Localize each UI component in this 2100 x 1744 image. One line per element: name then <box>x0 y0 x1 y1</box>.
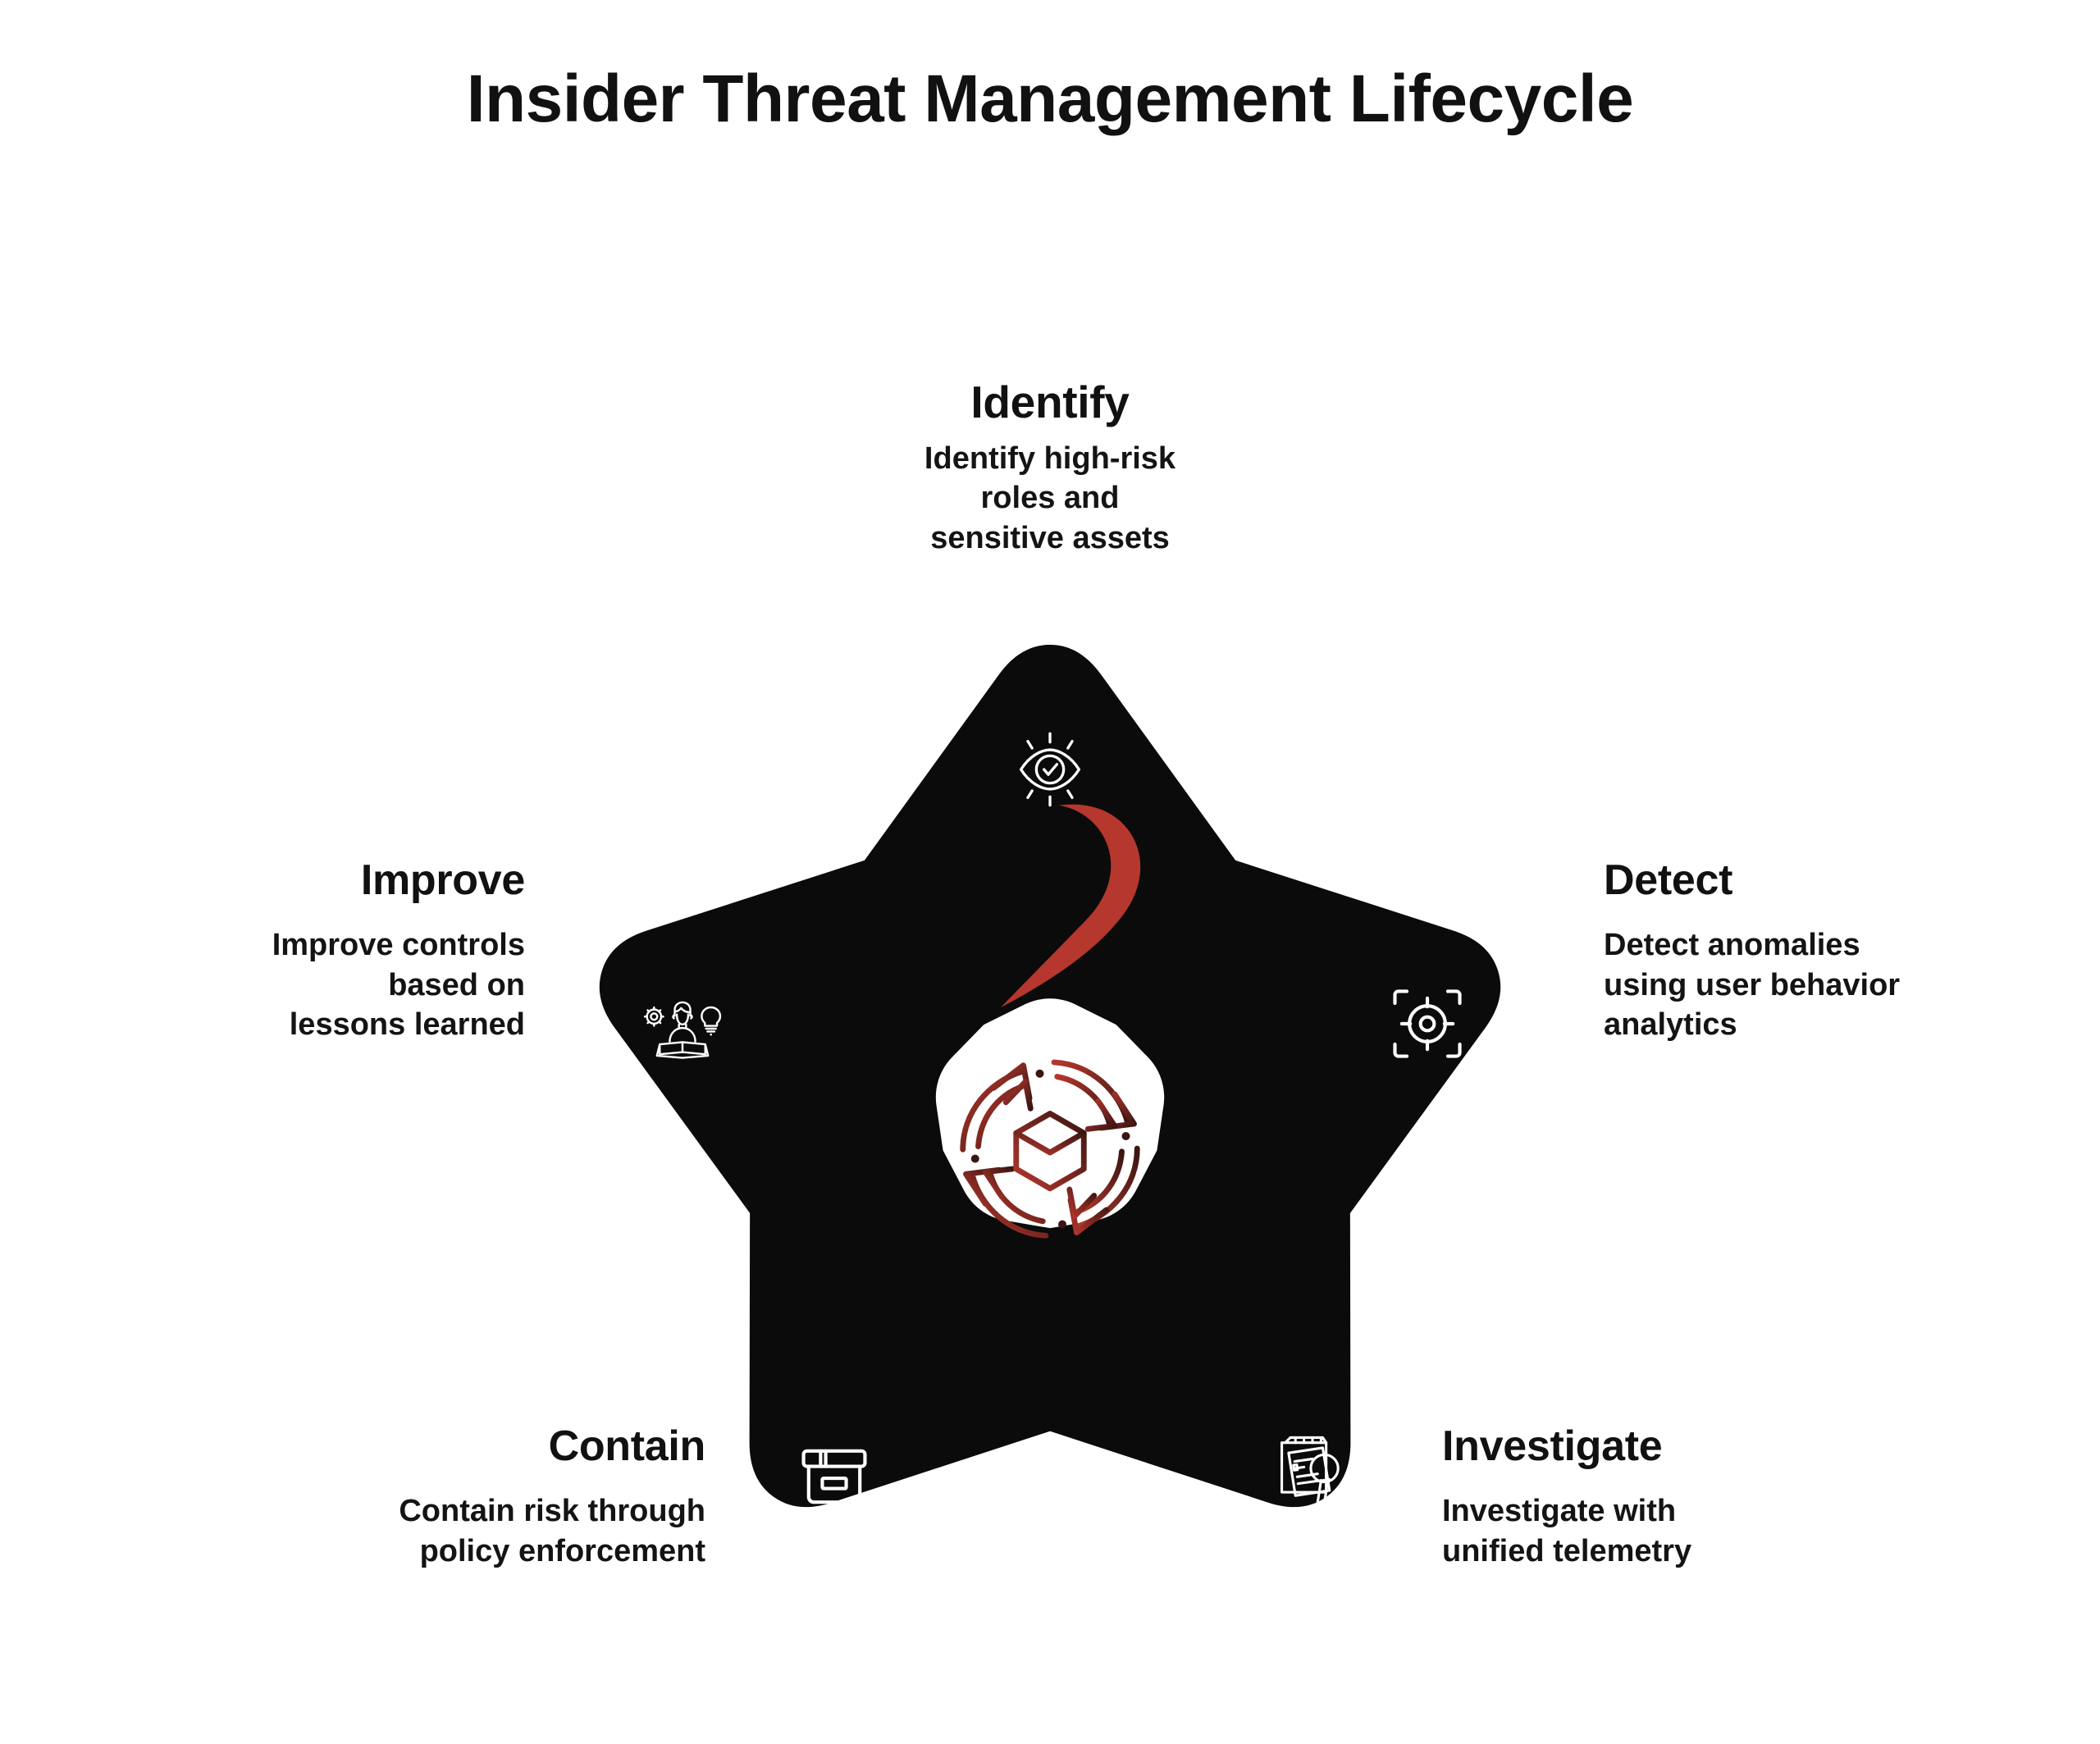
stage-title-contain: Contain <box>548 1422 706 1470</box>
stage-block-detect: Detect Detect anomalies using user behav… <box>1604 856 2063 1045</box>
stage-block-improve: Improve Improve controls based on lesson… <box>148 856 526 1045</box>
stage-desc-improve: Improve controls based on lessons learne… <box>272 928 525 1043</box>
archive-box-icon <box>792 1434 877 1519</box>
stage-title-identify: Identify <box>970 377 1130 427</box>
stage-desc-detect: Detect anomalies using user behavior ana… <box>1604 928 1901 1043</box>
stage-block-identify: Identify Identify high-risk roles and se… <box>820 377 1280 558</box>
stage-title-improve: Improve <box>360 856 525 904</box>
stage-desc-contain: Contain risk through policy enforcement <box>399 1494 705 1568</box>
stage-block-contain: Contain Contain risk through policy enfo… <box>230 1422 706 1571</box>
page-title: Insider Threat Management Lifecycle <box>466 62 1634 136</box>
cycle-cube-icon <box>947 1046 1153 1251</box>
stage-title-detect: Detect <box>1604 856 1733 904</box>
person-book-gear-bulb-icon <box>640 986 725 1071</box>
stage-desc-investigate: Investigate with unified telemetry <box>1442 1494 1692 1568</box>
stage-desc-identify: Identify high-risk roles and sensitive a… <box>924 441 1176 555</box>
document-magnifier-icon <box>1270 1427 1355 1513</box>
eye-check-icon <box>1007 727 1093 812</box>
stage-title-investigate: Investigate <box>1442 1422 1663 1470</box>
stage-block-investigate: Investigate Investigate with unified tel… <box>1442 1422 1901 1571</box>
crosshair-target-icon <box>1385 981 1470 1066</box>
